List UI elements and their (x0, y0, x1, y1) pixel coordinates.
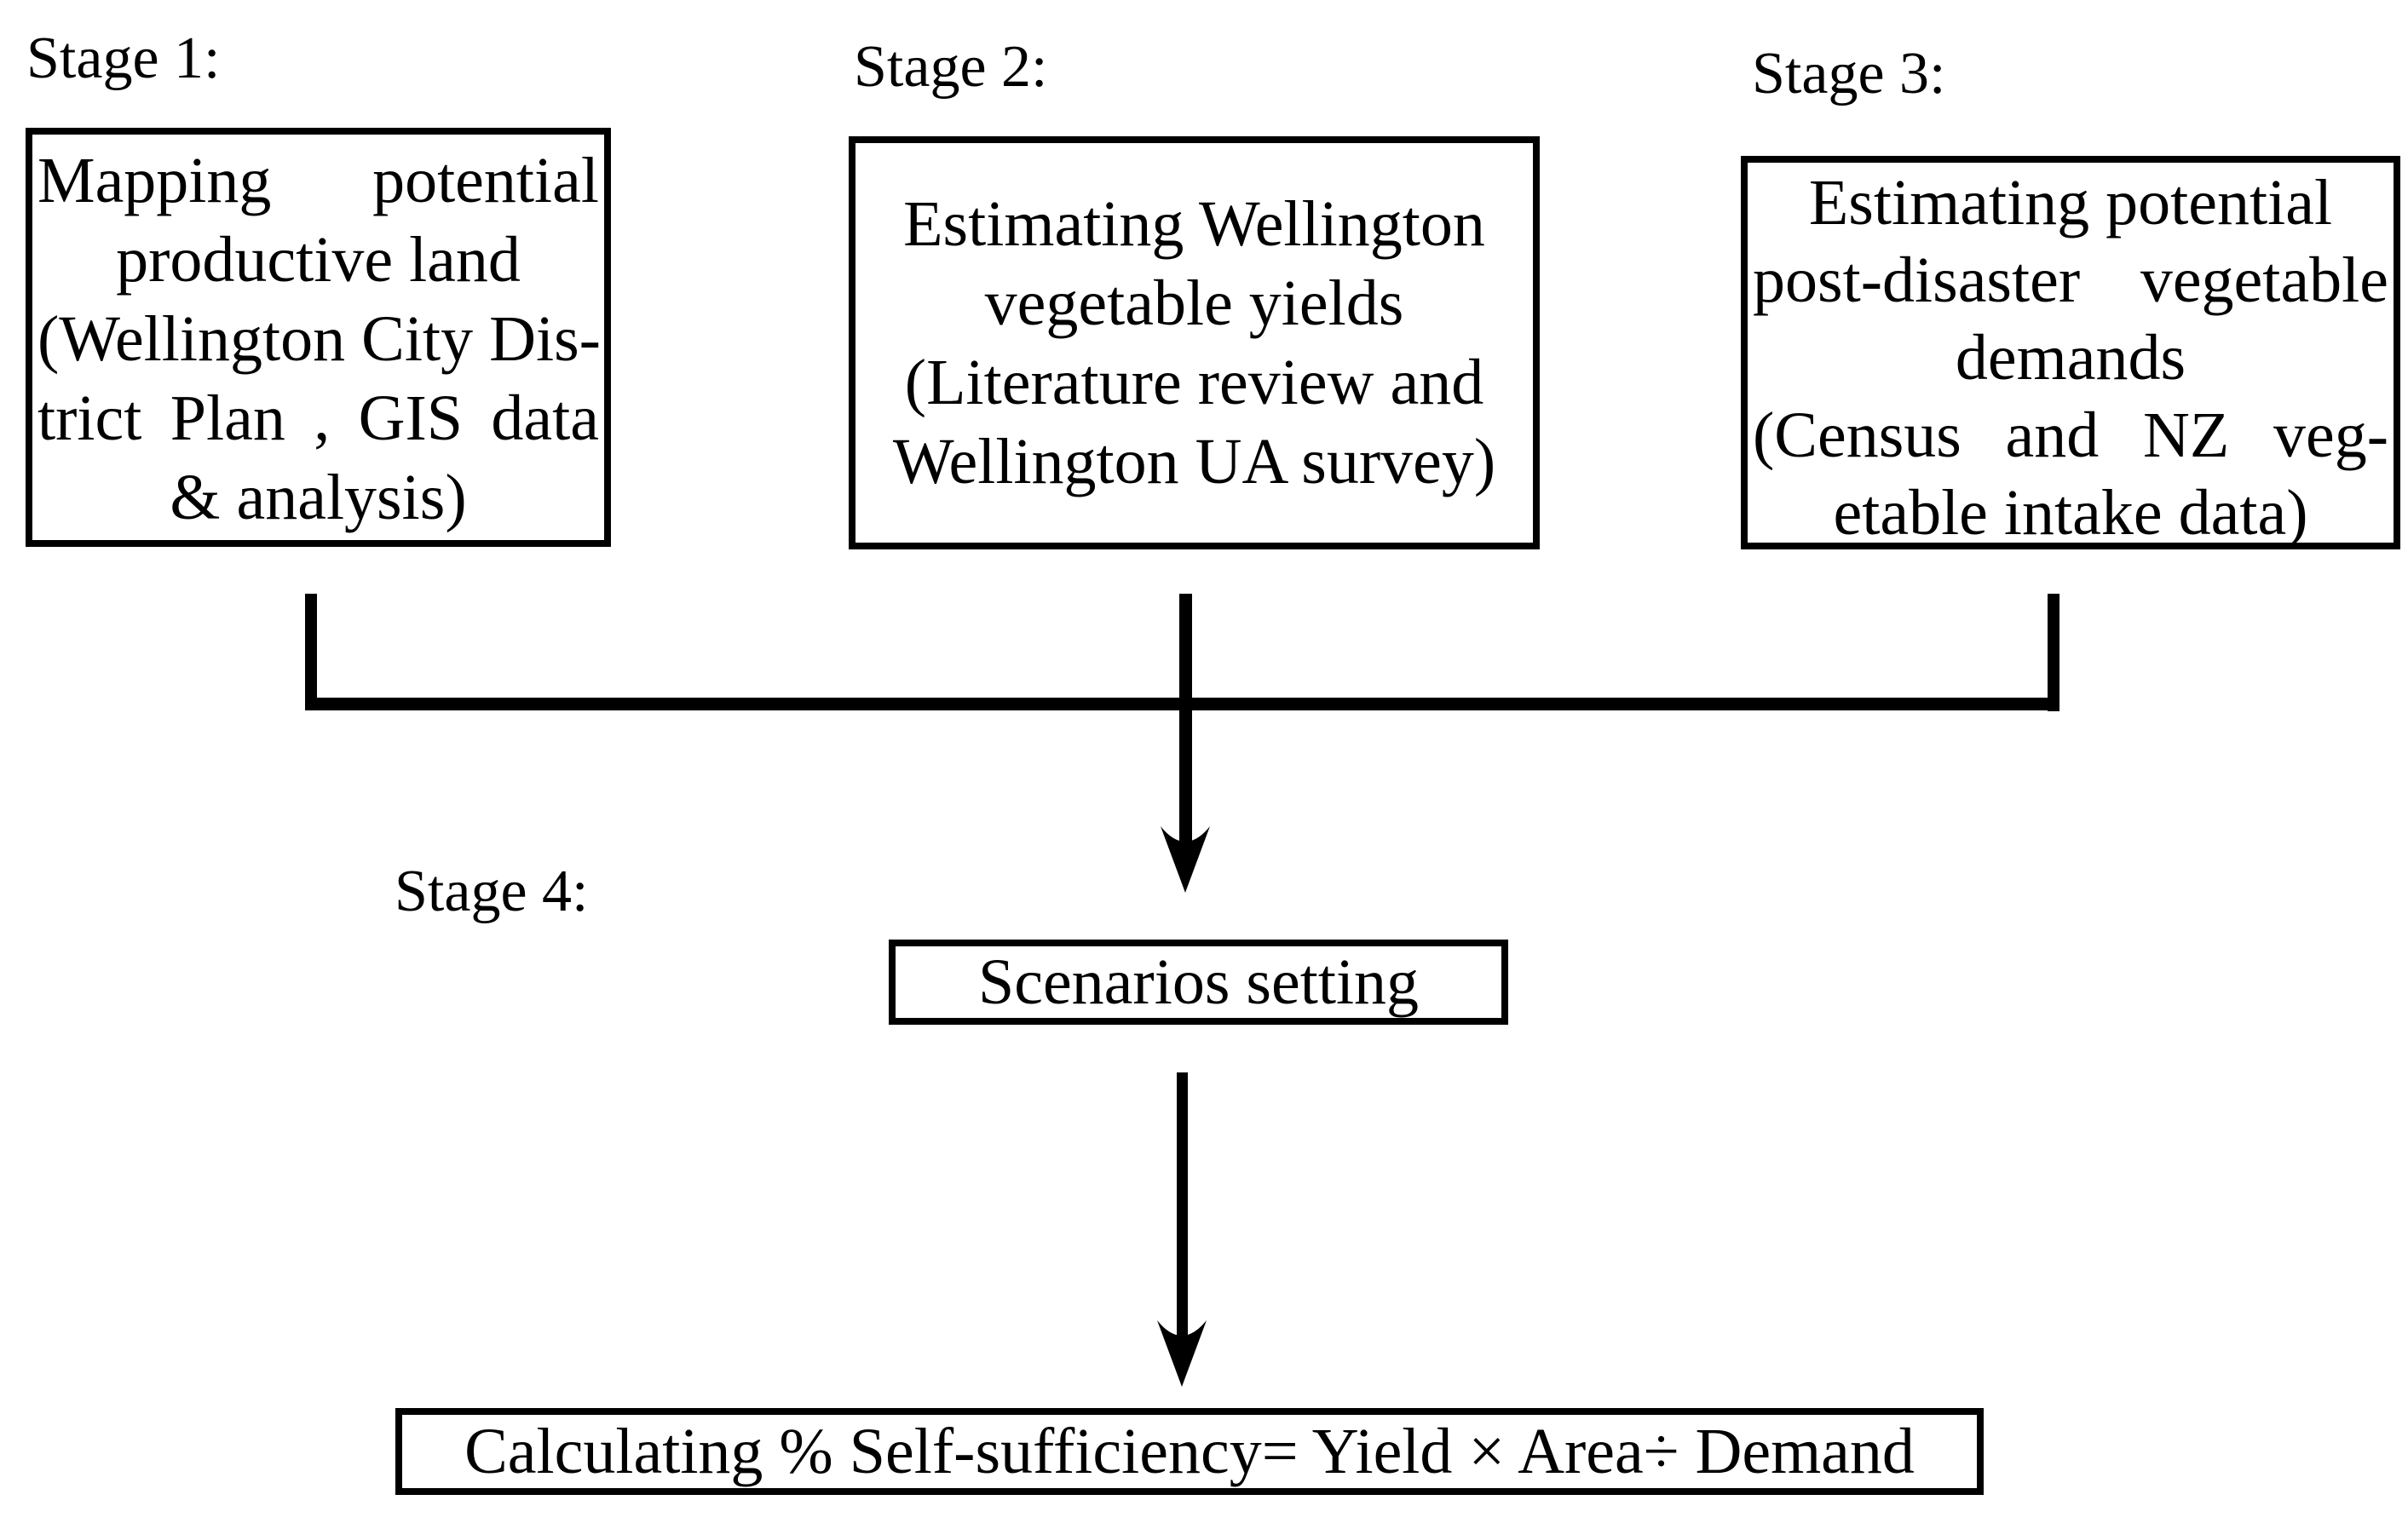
stage-1-box: Mapping potential productive land (Welli… (26, 128, 611, 547)
scenarios-setting-label: Scenarios setting (977, 946, 1420, 1018)
stage-1-box-line: productive land (116, 224, 521, 296)
stage-2-box-line: Estimating Wellington (903, 187, 1485, 260)
connector-line-stage1 (305, 594, 317, 710)
stage-2-box-line: (Literature review and (904, 346, 1484, 418)
stage-3-box-line: (Census and NZ veg- (1753, 399, 2388, 471)
stage-3-box: Estimating potential post-disaster veget… (1741, 156, 2400, 549)
stage-1-box-line: (Wellington City Dis- (37, 303, 601, 375)
stage-2-box: Estimating Wellington vegetable yields (… (849, 136, 1540, 549)
stage-1-box-line: trict Plan , GIS data (37, 382, 599, 454)
stage-3-box-line: Estimating potential (1808, 167, 2333, 239)
arrow-down-icon (1161, 826, 1210, 893)
merge-arrow-shaft (1179, 594, 1192, 856)
self-sufficiency-formula: Calculating % Self-sufficiency= Yield × … (464, 1415, 1915, 1487)
connector-line-stage3 (2048, 594, 2059, 711)
scenarios-arrow-shaft (1177, 1072, 1188, 1350)
arrow-down-icon (1157, 1320, 1207, 1387)
stage-3-box-line: demands (1955, 322, 2186, 394)
self-sufficiency-calculation-box: Calculating % Self-sufficiency= Yield × … (395, 1408, 1984, 1495)
stage-4-label: Stage 4: (395, 859, 589, 924)
stage-1-box-line: Mapping potential (37, 145, 599, 216)
stage-2-label: Stage 2: (854, 34, 1048, 100)
stage-2-box-line: Wellington UA survey) (892, 425, 1496, 497)
stage-1-label: Stage 1: (26, 26, 221, 91)
stage-3-box-line: etable intake data) (1833, 477, 2308, 549)
stage-1-box-line: & analysis) (170, 462, 467, 533)
scenarios-setting-box: Scenarios setting (889, 940, 1508, 1025)
stage-3-label: Stage 3: (1752, 41, 1946, 106)
stage-2-box-line: vegetable yields (984, 267, 1404, 339)
stage-3-box-line: post-disaster vegetable (1753, 244, 2388, 316)
